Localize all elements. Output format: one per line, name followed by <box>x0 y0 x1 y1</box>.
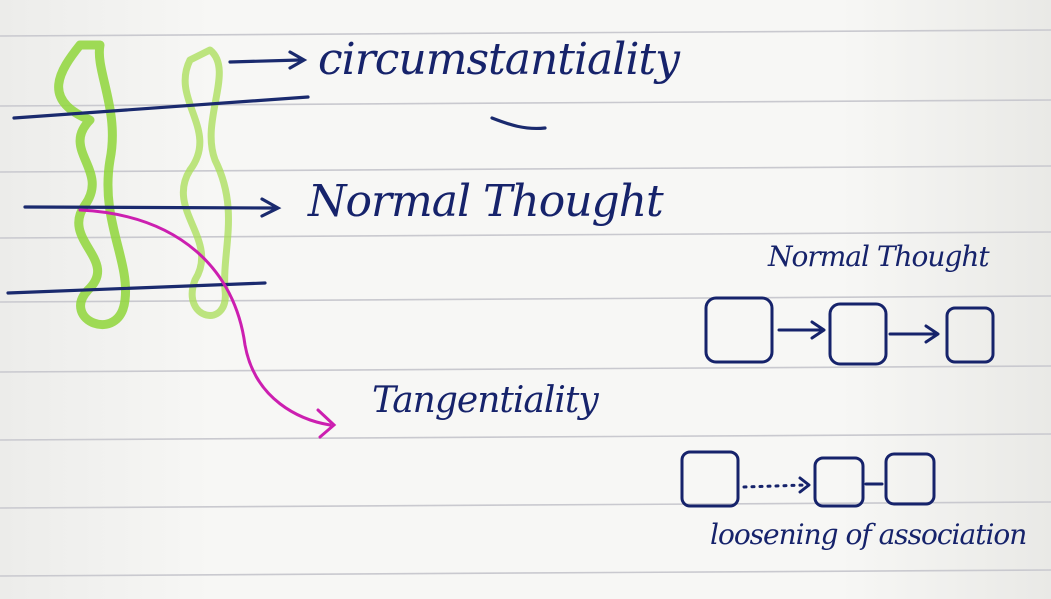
diagram-title: Normal Thought <box>768 240 990 273</box>
box-c <box>884 452 936 506</box>
label-normal-thought: Normal Thought <box>308 176 664 227</box>
box-1 <box>704 296 774 364</box>
box-2 <box>828 302 888 366</box>
label-circumstantiality: circumstantiality <box>318 34 680 85</box>
label-loosening: loosening of association <box>710 518 1027 551</box>
arrowhead-1 <box>288 50 308 70</box>
box-3 <box>945 306 995 364</box>
arrow-line-2 <box>23 205 277 210</box>
arrowhead-2 <box>260 197 282 218</box>
label-tangentiality: Tangentiality <box>372 380 599 421</box>
arrow-line-1 <box>228 58 302 64</box>
box-a <box>680 450 740 508</box>
box-b <box>813 456 865 508</box>
